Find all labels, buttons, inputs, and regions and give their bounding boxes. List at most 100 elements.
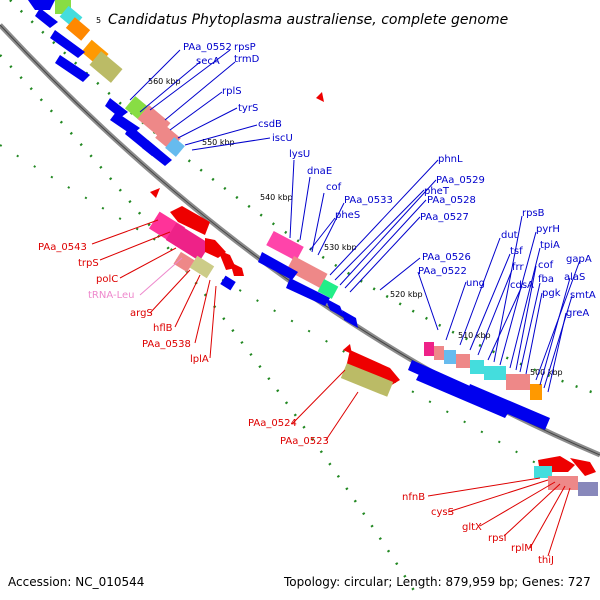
label-leader <box>184 124 258 146</box>
gene-arrow <box>105 98 128 118</box>
gene-arrow <box>55 55 90 82</box>
kbp-mark: 520 kbp <box>390 290 423 299</box>
label-leader <box>194 279 211 344</box>
gene-block <box>65 17 91 41</box>
gene-label: trpS <box>78 258 99 269</box>
gene-block <box>444 350 456 364</box>
accession-text: Accession: NC_010544 <box>8 575 144 589</box>
gene-label: phnL <box>438 154 463 165</box>
label-leader <box>174 274 201 328</box>
label-leader <box>169 91 223 131</box>
kbp-mark: 560 kbp <box>148 77 181 86</box>
gene-label: secA <box>196 56 220 67</box>
gene-arrow <box>466 384 550 430</box>
gene-block <box>470 360 484 374</box>
gene-arrow <box>50 30 85 58</box>
label-leader <box>299 176 311 241</box>
gene-arrow <box>258 252 298 280</box>
gene-block <box>317 279 339 299</box>
label-leader <box>503 483 561 537</box>
label-leader <box>499 231 537 366</box>
gene-label: dnaE <box>307 166 332 177</box>
label-leader <box>487 285 523 361</box>
gene-block <box>286 256 328 288</box>
gene-block <box>165 222 211 262</box>
label-leader <box>129 49 181 101</box>
gene-block <box>340 363 394 397</box>
gene-label: pheS <box>335 210 360 221</box>
header-index: 5 <box>96 16 101 25</box>
gene-label: PAa_0524 <box>248 418 297 429</box>
reverse-gene-leaders <box>91 219 571 557</box>
label-leader <box>177 107 238 139</box>
forward-gene-labels <box>129 49 581 393</box>
forward-gene-label-text: PAa_0552 rpsP secA trmD rplS tyrS csdB i… <box>183 42 596 319</box>
map-title: Candidatus Phytoplasma australiense, com… <box>108 12 508 28</box>
gene-label: thiJ <box>538 555 554 566</box>
gene-label: polC <box>96 274 118 285</box>
gene-cluster-bottom-right <box>534 456 598 496</box>
gene-arrow <box>28 0 55 10</box>
kbp-mark: 510 kbp <box>458 331 491 340</box>
gene-block <box>137 105 171 137</box>
label-leader <box>164 61 236 121</box>
gene-cluster-left <box>148 188 244 291</box>
gene-label: PAa_0552 <box>183 42 232 53</box>
label-leader <box>543 295 573 389</box>
trna-leader <box>139 257 183 296</box>
gene-block <box>484 366 506 380</box>
gene-arrow <box>416 372 510 418</box>
label-leader <box>329 159 439 276</box>
gene-block <box>434 346 444 360</box>
genome-summary: Topology: circular; Length: 879,959 bp; … <box>283 575 591 589</box>
gene-block <box>456 354 470 368</box>
gene-arrow <box>170 206 210 235</box>
gene-label: pgk <box>542 288 561 299</box>
label-leader <box>479 481 556 527</box>
label-leader <box>519 282 541 373</box>
gene-label: PAa_0543 <box>38 242 87 253</box>
label-leader <box>344 199 427 289</box>
label-leader <box>325 391 359 441</box>
gene-label: rpsB <box>522 208 545 219</box>
gene-label: rpsI <box>488 533 507 544</box>
gene-label: tsf <box>510 246 523 257</box>
gene-arrow <box>35 8 58 28</box>
label-leader <box>99 231 171 261</box>
label-leader <box>509 247 541 369</box>
gene-label: fba <box>538 274 554 285</box>
gene-arrow <box>286 278 330 306</box>
label-leader <box>529 485 566 549</box>
label-leader <box>493 215 523 363</box>
gene-label: PAa_0523 <box>280 436 329 447</box>
gene-block <box>266 230 304 262</box>
gene-label: ung <box>466 278 485 289</box>
gene-label: PAa_0533 <box>344 195 393 206</box>
gene-block <box>578 482 598 496</box>
label-leader <box>539 277 571 386</box>
kbp-mark: 550 kbp <box>202 138 235 147</box>
gene-cluster-middle <box>258 92 400 397</box>
label-leader <box>317 202 345 256</box>
kbp-mark: 500 kbp <box>530 368 563 377</box>
gene-label: cof <box>538 260 554 271</box>
label-leader <box>379 257 421 291</box>
gene-block <box>89 51 123 83</box>
gene-label: gltX <box>462 522 482 533</box>
label-leader <box>334 189 425 281</box>
gene-label: pyrH <box>536 224 560 235</box>
gene-label: trmD <box>234 54 260 65</box>
reverse-gene-label-text: PAa_0543 trpS polC argS hflB PAa_0538 lp… <box>38 242 554 566</box>
gene-label: lplA <box>190 354 209 365</box>
label-leader <box>309 217 336 251</box>
label-leader <box>339 179 437 286</box>
gene-arrow <box>570 458 596 476</box>
kbp-mark: 530 kbp <box>324 243 357 252</box>
gene-label: PAa_0538 <box>142 339 191 350</box>
gene-arrow <box>142 140 172 166</box>
label-leader <box>139 61 201 113</box>
gene-label: nfnB <box>402 492 425 503</box>
label-leader <box>447 479 549 513</box>
label-leader <box>139 257 183 296</box>
label-leader <box>459 237 501 346</box>
